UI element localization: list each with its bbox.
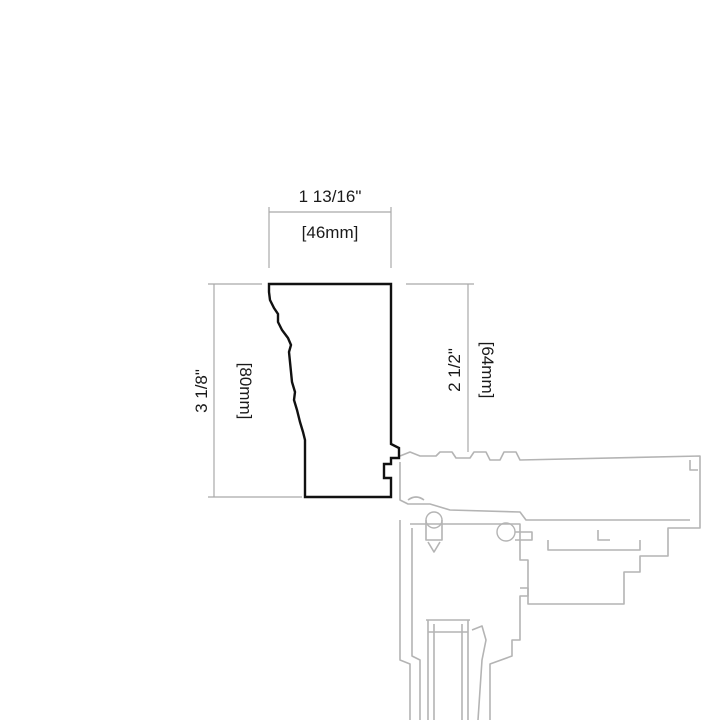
height-inches-label: 3 1/8" bbox=[192, 369, 211, 413]
jamb-left-wall bbox=[399, 520, 411, 720]
glass-channel bbox=[427, 620, 469, 720]
height-dimension: 3 1/8" [80mm] bbox=[192, 283, 302, 498]
frame-slot bbox=[547, 530, 641, 551]
width-dimension: 1 13/16" [46mm] bbox=[268, 187, 392, 268]
frame-top-rail bbox=[399, 451, 701, 605]
frame-weatherstrip bbox=[496, 522, 516, 542]
sill-profile bbox=[267, 282, 401, 499]
frame-weatherstrip-arm bbox=[515, 531, 533, 541]
frame-gasket-curve bbox=[407, 496, 425, 501]
height-mm-label: [80mm] bbox=[236, 363, 255, 420]
frame-gasket-left bbox=[425, 511, 443, 529]
glass-stop bbox=[426, 619, 470, 633]
frame-inner-edge bbox=[399, 462, 690, 521]
depth-dimension: 2 1/2" [64mm] bbox=[406, 283, 497, 452]
frame-notch bbox=[689, 460, 698, 471]
width-inches-label: 1 13/16" bbox=[299, 187, 362, 206]
frame-gasket-tip bbox=[427, 541, 441, 553]
width-mm-label: [46mm] bbox=[302, 223, 359, 242]
depth-inches-label: 2 1/2" bbox=[445, 348, 464, 392]
depth-mm-label: [64mm] bbox=[478, 342, 497, 399]
frame-gasket-stem bbox=[425, 520, 443, 541]
glazing-bead bbox=[471, 625, 487, 720]
jamb-right-wall bbox=[410, 523, 529, 720]
frame-context-profile bbox=[399, 451, 701, 720]
jamb-left-inner bbox=[411, 528, 421, 720]
